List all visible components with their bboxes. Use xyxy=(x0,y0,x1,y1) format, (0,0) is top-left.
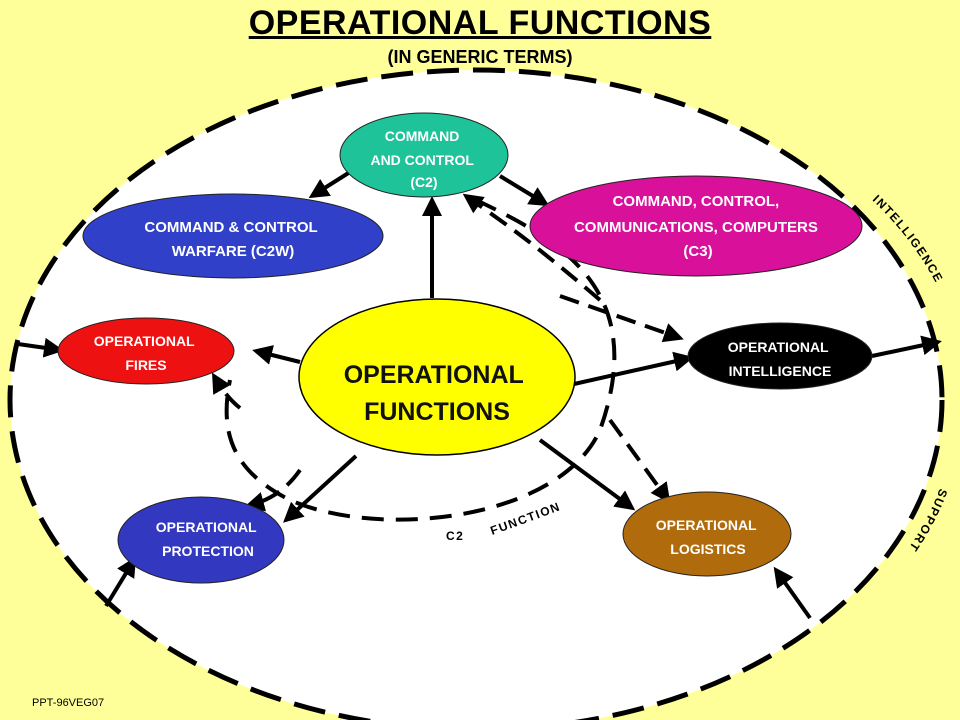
fires-label-line2: FIRES xyxy=(125,357,166,373)
protection-label-line2: PROTECTION xyxy=(162,543,254,559)
center-label-line2: FUNCTIONS xyxy=(364,398,510,426)
arrow-external-to-protection xyxy=(104,556,137,608)
dashed-arrow-to-fires xyxy=(212,372,242,410)
arrow-c2-to-c3 xyxy=(498,174,550,207)
node-c3: COMMAND, CONTROL, COMMUNICATIONS, COMPUT… xyxy=(529,175,863,277)
logistics-label-line1: OPERATIONAL xyxy=(656,517,757,533)
c2-label-line3: (C2) xyxy=(410,174,437,190)
center-label-line1: OPERATIONAL xyxy=(344,361,524,389)
slide-footer-code: PPT-96VEG07 xyxy=(32,697,105,709)
c3-label-line2: COMMUNICATIONS, COMPUTERS xyxy=(574,219,818,236)
arrow-center-to-fires xyxy=(252,345,301,365)
node-intelligence: OPERATIONAL INTELLIGENCE xyxy=(687,322,873,390)
arrow-center-to-logistics xyxy=(538,438,636,511)
ring-label-c2: C2 xyxy=(446,529,464,543)
dashed-arrow-to-intelligence xyxy=(559,294,684,343)
fires-label-line1: OPERATIONAL xyxy=(94,333,195,349)
c3-label-line1: COMMAND, CONTROL, xyxy=(613,193,780,210)
arrow-intelligence-to-external xyxy=(871,335,942,358)
page-title: OPERATIONAL FUNCTIONS xyxy=(248,4,712,42)
node-logistics: OPERATIONAL LOGISTICS xyxy=(622,491,792,577)
c2w-label-line1: COMMAND & CONTROL xyxy=(144,219,317,236)
svg-text:COMMAND AND CONTROL: COMMAND AND CONTROL (C2) xyxy=(370,128,477,190)
dashed-arrow-to-c2 xyxy=(462,193,602,302)
node-center: OPERATIONAL FUNCTIONS xyxy=(298,298,576,456)
arrow-external-to-logistics xyxy=(773,566,812,620)
intelligence-label-line1: OPERATIONAL xyxy=(728,339,829,355)
c2-label-line1: COMMAND xyxy=(385,128,460,144)
c3-label-line3: (C3) xyxy=(683,243,712,260)
svg-text:COMMAND & CONTROL WARFAR: COMMAND & CONTROL WARFARE (C2W) xyxy=(144,219,321,260)
node-protection: OPERATIONAL PROTECTION xyxy=(117,496,285,584)
arrow-center-to-protection xyxy=(283,454,358,523)
dashed-arrow-to-logistics xyxy=(608,418,671,504)
page-subtitle: (IN GENERIC TERMS) xyxy=(387,47,573,67)
arrow-c2-to-c2w xyxy=(308,170,352,199)
c2-function-loop xyxy=(224,198,617,522)
svg-text:OPERATIONAL INTELLIGENCE: OPERATIONAL INTELLIGENCE xyxy=(728,339,833,379)
node-c2w: COMMAND & CONTROL WARFARE (C2W) xyxy=(82,193,384,279)
svg-text:COMMAND, CONTROL, COMMUN: COMMAND, CONTROL, COMMUNICATIONS, COMPUT… xyxy=(574,193,822,260)
intelligence-label-line2: INTELLIGENCE xyxy=(729,363,832,379)
arrow-center-to-intelligence xyxy=(573,351,694,386)
svg-text:OPERATIONAL FIRES: OPERATIONAL FIRES xyxy=(94,333,199,373)
svg-text:OPERATIONAL PROTECTION: OPERATIONAL PROTECTION xyxy=(156,519,261,559)
c2-label-line2: AND CONTROL xyxy=(370,152,474,168)
protection-label-line1: OPERATIONAL xyxy=(156,519,257,535)
arrow-external-to-fires xyxy=(17,337,64,358)
dashed-arrow-to-protection xyxy=(244,468,302,512)
node-c2: COMMAND AND CONTROL (C2) xyxy=(339,112,509,198)
svg-text:OPERATIONAL LOGISTICS: OPERATIONAL LOGISTICS xyxy=(656,517,761,557)
logistics-label-line2: LOGISTICS xyxy=(670,541,745,557)
node-fires: OPERATIONAL FIRES xyxy=(57,317,235,385)
svg-text:OPERATIONAL FUNCTIONS: OPERATIONAL FUNCTIONS xyxy=(344,361,531,426)
c2w-label-line2: WARFARE (C2W) xyxy=(172,243,295,260)
